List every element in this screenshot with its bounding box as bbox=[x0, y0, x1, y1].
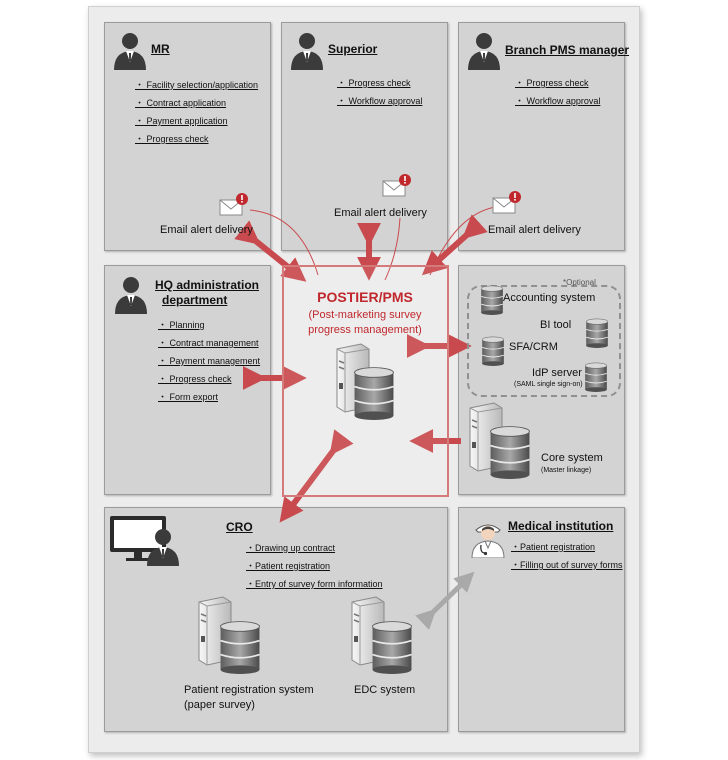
medical-title: Medical institution bbox=[508, 519, 614, 533]
core-system-database-icon bbox=[488, 425, 532, 479]
idp-server-label: IdP server bbox=[532, 367, 582, 379]
arrow-edc-medical bbox=[415, 571, 475, 630]
list-item: ・ Payment application bbox=[135, 116, 228, 126]
list-item: ・ Planning bbox=[158, 320, 205, 330]
superior-email-alert-icon bbox=[382, 173, 412, 199]
medical-task-list: ・Patient registration ・Filling out of su… bbox=[511, 538, 623, 574]
bi-tool-database-icon bbox=[583, 318, 611, 348]
mr-task-list: ・ Facility selection/application ・ Contr… bbox=[135, 76, 258, 148]
postier-title: POSTIER/PMS bbox=[317, 289, 413, 305]
postier-database-icon bbox=[352, 366, 396, 420]
sfa-crm-label: SFA/CRM bbox=[509, 341, 558, 353]
idp-server-note: (SAML single sign-on) bbox=[514, 381, 583, 388]
list-item: ・ Form export bbox=[158, 392, 219, 402]
list-item: ・ Progress check bbox=[158, 374, 232, 384]
patient-registration-system-note: (paper survey) bbox=[184, 699, 255, 711]
list-item: ・ Progress check bbox=[337, 78, 411, 88]
list-item: ・Filling out of survey forms bbox=[511, 560, 623, 570]
list-item: ・ Facility selection/application bbox=[135, 80, 259, 90]
list-item: ・Patient registration bbox=[246, 561, 331, 571]
sfa-crm-database-icon bbox=[479, 336, 507, 366]
list-item: ・Drawing up contract bbox=[246, 543, 336, 553]
postier-subtitle: (Post-marketing survey progress manageme… bbox=[282, 308, 448, 338]
mr-person-icon bbox=[110, 30, 150, 70]
superior-alert-label: Email alert delivery bbox=[334, 207, 427, 219]
accounting-database-icon bbox=[478, 285, 506, 315]
hq-title-line1: HQ administration bbox=[155, 278, 260, 292]
cro-title: CRO bbox=[226, 520, 253, 534]
branch-email-alert-icon bbox=[492, 190, 522, 216]
branch-task-list: ・ Progress check ・ Workflow approval bbox=[515, 74, 600, 110]
hq-person-icon bbox=[111, 274, 151, 314]
list-item: ・ Progress check bbox=[135, 134, 209, 144]
postier-subtitle-line2: progress management) bbox=[308, 324, 422, 336]
optional-systems-group bbox=[467, 285, 621, 397]
branch-person-icon bbox=[464, 30, 504, 70]
list-item: ・ Workflow approval bbox=[337, 96, 423, 106]
edc-database-icon bbox=[370, 620, 414, 674]
idp-server-database-icon bbox=[582, 362, 610, 392]
list-item: ・ Progress check bbox=[515, 78, 589, 88]
list-item: ・ Contract management bbox=[158, 338, 259, 348]
doctor-icon bbox=[468, 518, 508, 558]
core-system-note: (Master linkage) bbox=[541, 467, 592, 474]
superior-task-list: ・ Progress check ・ Workflow approval bbox=[337, 74, 422, 110]
patient-registration-database-icon bbox=[218, 620, 262, 674]
cro-person-icon bbox=[143, 526, 183, 566]
list-item: ・ Workflow approval bbox=[515, 96, 601, 106]
postier-subtitle-line1: (Post-marketing survey bbox=[308, 309, 422, 321]
patient-registration-system-label: Patient registration system bbox=[184, 684, 314, 696]
optional-note: *Optional bbox=[563, 278, 596, 287]
list-item: ・ Contract application bbox=[135, 98, 227, 108]
list-item: ・Entry of survey form information bbox=[246, 579, 383, 589]
arrow-center-cro bbox=[279, 429, 354, 523]
cro-task-list: ・Drawing up contract ・Patient registrati… bbox=[246, 539, 383, 593]
list-item: ・ Payment management bbox=[158, 356, 261, 366]
list-item: ・Patient registration bbox=[511, 542, 596, 552]
edc-system-label: EDC system bbox=[354, 684, 416, 696]
hq-task-list: ・ Planning ・ Contract management ・ Payme… bbox=[158, 316, 260, 406]
arrow-mr-center bbox=[234, 220, 307, 282]
superior-person-icon bbox=[287, 30, 327, 70]
email-line-superior bbox=[384, 217, 401, 281]
mr-alert-label: Email alert delivery bbox=[160, 224, 253, 236]
superior-title: Superior bbox=[328, 42, 378, 56]
branch-alert-label: Email alert delivery bbox=[488, 224, 581, 236]
arrow-branch-center bbox=[421, 214, 488, 276]
hq-title-line2: department bbox=[162, 293, 228, 307]
core-system-label: Core system bbox=[541, 452, 603, 464]
accounting-label: Accounting system bbox=[503, 292, 596, 304]
mr-title: MR bbox=[151, 42, 170, 56]
mr-email-alert-icon bbox=[219, 192, 249, 218]
branch-title: Branch PMS manager bbox=[505, 43, 630, 57]
bi-tool-label: BI tool bbox=[540, 319, 572, 331]
